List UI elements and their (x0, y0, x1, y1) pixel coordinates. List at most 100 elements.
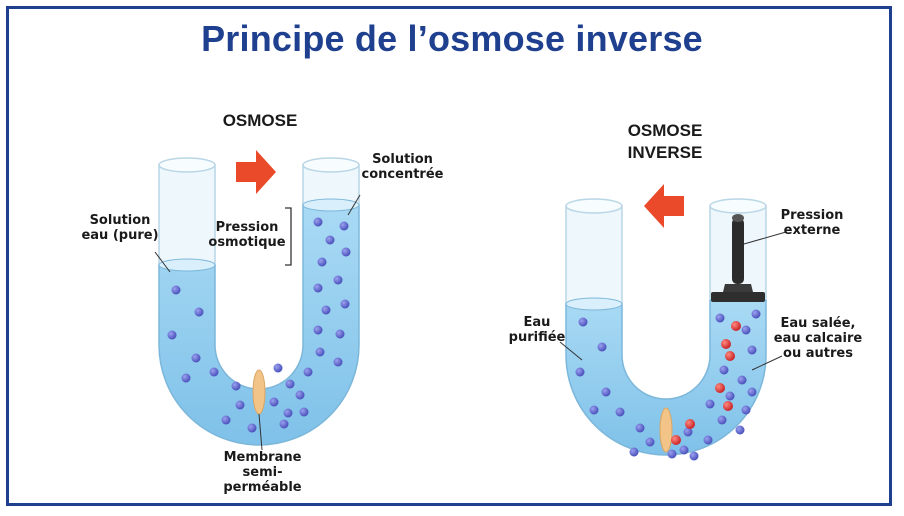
label-line: osmotique (208, 235, 286, 250)
water-molecule (601, 387, 611, 397)
osmosis-u-tube (158, 157, 360, 446)
label-line: Pression (215, 220, 279, 235)
left-tube-glass (565, 205, 623, 305)
water-molecule (295, 390, 305, 400)
label-pression-externe: Pression externe (772, 208, 852, 238)
label-line: eau (pure) (81, 228, 159, 243)
impurity-particle (671, 435, 681, 445)
water-molecule (689, 451, 699, 461)
water-molecule (313, 325, 323, 335)
reverse-heading-line-1: OSMOSE (627, 121, 703, 140)
water-molecule (273, 363, 283, 373)
left-water-surface (565, 297, 623, 311)
label-line: Pression (780, 208, 844, 223)
water-molecule (645, 437, 655, 447)
water-molecule (335, 329, 345, 339)
water-molecule (209, 367, 219, 377)
water-molecule (231, 381, 241, 391)
water-molecule (313, 217, 323, 227)
water-molecule (285, 379, 295, 389)
reverse-osmosis-heading: OSMOSE INVERSE (600, 120, 730, 164)
water-molecule (667, 449, 677, 459)
water-molecule (719, 365, 729, 375)
water-molecule (317, 257, 327, 267)
reverse-heading-line-2: INVERSE (627, 143, 703, 162)
water-molecule (751, 309, 761, 319)
reverse-osmosis-water (565, 299, 767, 456)
water-molecule (635, 423, 645, 433)
water-molecule (629, 447, 639, 457)
label-line: eau calcaire (773, 331, 863, 346)
water-molecule (717, 415, 727, 425)
water-molecule (615, 407, 625, 417)
left-tube-rim (565, 198, 623, 214)
label-line: Eau (523, 315, 551, 330)
water-molecule (703, 435, 713, 445)
leader-line (258, 413, 263, 451)
water-molecule (269, 397, 279, 407)
left-tube-rim (158, 157, 216, 173)
label-line: Solution (372, 152, 433, 167)
impurity-particle (685, 419, 695, 429)
page-title: Principe de l’osmose inverse (201, 18, 703, 59)
water-molecule (705, 399, 715, 409)
impurity-particle (723, 401, 733, 411)
water-molecule (191, 353, 201, 363)
water-molecule (747, 345, 757, 355)
water-molecule (683, 427, 693, 437)
reverse-osmosis-u-tube (565, 198, 767, 456)
label-eau-purifiee: Eau purifiée (502, 315, 572, 345)
leader-line (751, 355, 783, 371)
water-molecule (741, 405, 751, 415)
leader-line (154, 251, 171, 273)
water-molecule (333, 275, 343, 285)
water-molecule (247, 423, 257, 433)
water-molecule (171, 285, 181, 295)
water-molecule (181, 373, 191, 383)
right-tube-rim (709, 198, 767, 214)
label-line: concentrée (361, 167, 444, 182)
water-molecule (747, 387, 757, 397)
label-line: externe (783, 223, 841, 238)
leader-line (559, 341, 583, 361)
water-molecule (279, 419, 289, 429)
piston-rod-top (732, 214, 744, 222)
water-molecule (725, 391, 735, 401)
piston-neck (723, 284, 753, 292)
pressure-bracket (285, 207, 292, 266)
reverse-osmosis-membrane (659, 407, 673, 453)
piston-head (711, 292, 765, 302)
water-molecule (679, 445, 689, 455)
piston-rod (732, 218, 744, 284)
water-molecule (741, 325, 751, 335)
water-molecule (325, 235, 335, 245)
water-molecule (221, 415, 231, 425)
label-membrane: Membrane semi-perméable (205, 450, 320, 495)
label-pression-osmotique: Pression osmotique (208, 220, 286, 250)
water-molecule (303, 367, 313, 377)
water-molecule (589, 405, 599, 415)
water-molecule (333, 357, 343, 367)
reverse-osmosis-molecules (575, 309, 761, 461)
label-line: Eau salée, (780, 316, 856, 331)
right-water-surface (302, 198, 360, 212)
impurity-particle (721, 339, 731, 349)
water-molecule (313, 283, 323, 293)
water-molecule (578, 317, 588, 327)
label-solution-eau-pure: Solution eau (pure) (70, 213, 170, 243)
water-molecule (340, 299, 350, 309)
osmosis-heading: OSMOSE (222, 111, 298, 130)
water-molecule (194, 307, 204, 317)
water-molecule (167, 330, 177, 340)
left-water-surface (158, 258, 216, 272)
label-line: semi-perméable (223, 465, 302, 495)
water-molecule (715, 313, 725, 323)
water-molecule (339, 221, 349, 231)
label-line: Solution (89, 213, 151, 228)
label-line: Membrane (223, 450, 302, 465)
label-line: purifiée (508, 330, 566, 345)
water-molecule (235, 400, 245, 410)
label-line: ou autres (783, 346, 853, 361)
leader-line (743, 231, 787, 245)
